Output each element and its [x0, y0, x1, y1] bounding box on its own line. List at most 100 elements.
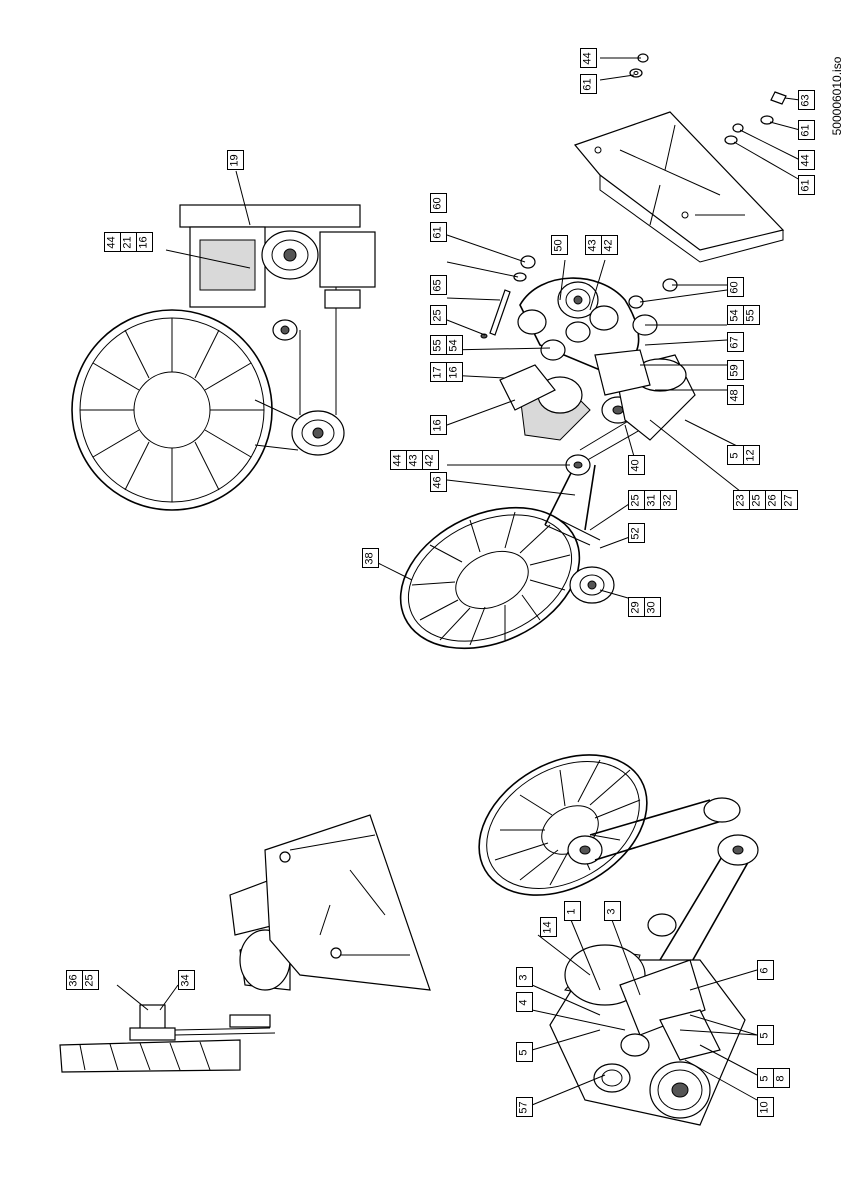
callout-3: 3	[604, 901, 621, 921]
callout-5: 5	[516, 1042, 533, 1062]
callout-cell: 42	[422, 450, 439, 470]
callout-number: 29	[630, 600, 642, 614]
callout-number: 43	[408, 453, 420, 467]
callout-cell: 36	[66, 970, 83, 990]
callout-cell: 57	[516, 1097, 533, 1117]
callout-61: 61	[430, 222, 447, 242]
callout-number: 1	[566, 907, 578, 915]
callout-67: 67	[727, 332, 744, 352]
callout-number: 5	[729, 451, 741, 459]
callout-cell: 8	[773, 1068, 790, 1088]
callout-number: 27	[783, 493, 795, 507]
callout-cell: 61	[430, 222, 447, 242]
callout-number: 30	[646, 600, 658, 614]
callout-44-43-42: 44 43 42	[390, 450, 439, 470]
exploded-isometric-view	[377, 53, 801, 650]
callout-cell: 34	[178, 970, 195, 990]
callout-25-31-32: 25 31 32	[628, 490, 677, 510]
callout-38: 38	[362, 548, 379, 568]
callout-59: 59	[727, 360, 744, 380]
callout-cell: 29	[628, 597, 645, 617]
callout-48: 48	[727, 385, 744, 405]
callout-cell: 61	[798, 175, 815, 195]
callout-40: 40	[628, 455, 645, 475]
callout-cell: 59	[727, 360, 744, 380]
callout-number: 25	[630, 493, 642, 507]
callout-number: 48	[729, 388, 741, 402]
callout-46: 46	[430, 472, 447, 492]
callout-cell: 43	[585, 235, 602, 255]
top-view-fan-drive	[71, 170, 376, 511]
callout-number: 61	[432, 225, 444, 239]
callout-cell: 50	[551, 235, 568, 255]
callout-cell: 30	[644, 597, 661, 617]
callout-number: 4	[518, 998, 530, 1006]
callout-number: 36	[68, 973, 80, 987]
callout-cell: 60	[727, 277, 744, 297]
callout-cell: 14	[540, 917, 557, 937]
callout-cell: 48	[727, 385, 744, 405]
callout-number: 61	[800, 123, 812, 137]
callout-cell: 10	[757, 1097, 774, 1117]
drawing-file-id: 500006010.iso	[827, 6, 847, 186]
callout-cell: 42	[601, 235, 618, 255]
callout-cell: 54	[446, 335, 463, 355]
callout-cell: 61	[798, 120, 815, 140]
callout-cell: 44	[390, 450, 407, 470]
callout-cell: 46	[430, 472, 447, 492]
callout-cell: 3	[604, 901, 621, 921]
callout-1: 1	[564, 901, 581, 921]
callout-cell: 44	[580, 48, 597, 68]
callout-number: 63	[800, 93, 812, 107]
callout-cell: 5	[516, 1042, 533, 1062]
callout-cell: 60	[430, 193, 447, 213]
callout-3: 3	[516, 967, 533, 987]
callout-number: 5	[518, 1048, 530, 1056]
fan-wheel-assembled	[478, 754, 648, 896]
callout-number: 32	[662, 493, 674, 507]
callout-44: 44	[798, 150, 815, 170]
callout-cell: 52	[628, 523, 645, 543]
callout-number: 17	[432, 365, 444, 379]
callout-cell: 54	[727, 305, 744, 325]
drawing-file-id-text: 500006010.iso	[830, 56, 844, 136]
callout-number: 38	[364, 551, 376, 565]
callout-16: 16	[430, 415, 447, 435]
callout-cell: 63	[798, 90, 815, 110]
callout-cell: 1	[564, 901, 581, 921]
callout-number: 10	[759, 1100, 771, 1114]
callout-number: 26	[767, 493, 779, 507]
callout-cell: 25	[628, 490, 645, 510]
callout-number: 42	[603, 238, 615, 252]
callout-number: 57	[518, 1100, 530, 1114]
callout-57: 57	[516, 1097, 533, 1117]
callout-14: 14	[540, 917, 557, 937]
callout-cell: 4	[516, 992, 533, 1012]
callout-cell: 44	[104, 232, 121, 252]
callout-number: 14	[542, 920, 554, 934]
callout-10: 10	[757, 1097, 774, 1117]
callout-cell: 40	[628, 455, 645, 475]
callout-34: 34	[178, 970, 195, 990]
fan-wheel-exploded	[399, 506, 581, 650]
callout-number: 55	[745, 308, 757, 322]
callout-number: 65	[432, 278, 444, 292]
mounting-plate-exploded	[573, 111, 785, 263]
callout-number: 12	[745, 448, 757, 462]
callout-cell: 38	[362, 548, 379, 568]
callout-number: 25	[84, 973, 96, 987]
callout-number: 16	[432, 418, 444, 432]
callout-number: 60	[432, 196, 444, 210]
callout-6: 6	[757, 960, 774, 980]
callout-17-16: 17 16	[430, 362, 463, 382]
callout-cell: 16	[136, 232, 153, 252]
callout-61: 61	[580, 74, 597, 94]
callout-cell: 67	[727, 332, 744, 352]
callout-cell: 5	[757, 1068, 774, 1088]
callout-cell: 3	[516, 967, 533, 987]
callout-cell: 16	[446, 362, 463, 382]
callout-50: 50	[551, 235, 568, 255]
callout-cell: 65	[430, 275, 447, 295]
